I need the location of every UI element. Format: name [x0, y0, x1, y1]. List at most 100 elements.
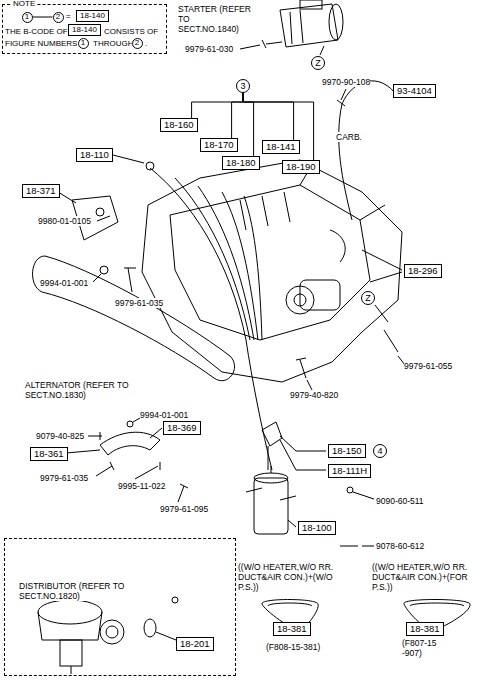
engine-block: [142, 160, 402, 382]
part-number: 18-361: [34, 448, 64, 460]
note-text: .: [145, 39, 147, 49]
alternator-bracket: [58, 192, 136, 292]
starter-motor: [240, 0, 343, 55]
callout-circle: 2: [53, 12, 64, 23]
part-label: (F807-15 -907): [402, 638, 452, 658]
heading-text: NOTE: [11, 0, 37, 9]
callout-circle: Z: [311, 56, 325, 70]
part-number: 18-369: [167, 422, 197, 434]
part-box: 18-180: [222, 156, 260, 170]
connector: [192, 93, 243, 118]
part-box: 18-140: [76, 10, 109, 22]
callout-circle: Z: [361, 291, 375, 305]
leader: [362, 250, 402, 282]
part-box: 18-160: [160, 118, 198, 132]
part-box: 18-381: [406, 622, 444, 636]
distributor: [38, 597, 178, 674]
part-box: 18-140: [68, 24, 101, 36]
part-box: 18-361: [30, 447, 68, 461]
part-label: 9979-61-030: [185, 44, 233, 54]
note-text: =: [66, 12, 71, 22]
part-box: 93-4104: [393, 84, 436, 98]
part-label: 9979-61-035: [40, 473, 88, 483]
part-number: 18-141: [266, 141, 296, 153]
note-text: FIGURE NUMBERS: [5, 39, 77, 49]
callout-number: 4: [377, 447, 382, 456]
callout-number: 2: [135, 39, 139, 47]
part-label: 9994-01-001: [40, 278, 88, 288]
part-label: 9970-90-108: [322, 77, 370, 87]
part-box: 18-201: [176, 637, 214, 651]
part-box: 18-190: [282, 160, 320, 174]
part-label: 9994-01-001: [140, 410, 188, 420]
part-number: 93-4104: [397, 85, 432, 97]
part-label: 9980-01-0105: [38, 216, 91, 226]
plug-wires: [113, 155, 272, 470]
clip: [337, 89, 346, 106]
wire: [339, 81, 398, 220]
callout-number: 1: [25, 13, 29, 21]
part-label: CARB.: [336, 132, 362, 142]
part-number: 18-381: [277, 623, 307, 635]
part-box: 18-100: [298, 521, 336, 535]
callout-circle: 1: [22, 12, 33, 23]
callout-number: 3: [240, 82, 245, 91]
part-number: 18-296: [408, 265, 438, 277]
drive-belt: [33, 256, 235, 381]
part-label: 9979-61-055: [404, 361, 452, 371]
part-label: ((W/O HEATER,W/O RR. DUCT&AIR CON.)+(FOR…: [372, 562, 478, 593]
part-box: 18-141: [262, 140, 300, 154]
part-box: 18-381: [273, 622, 311, 636]
part-label: STARTER (REFER TO SECT.NO.1840): [178, 4, 252, 35]
part-number: 18-201: [180, 638, 210, 650]
part-number: 18-381: [410, 623, 440, 635]
heading-text: DISTRIBUTOR (REFER TO SECT.NO.1820): [17, 581, 161, 601]
note-text: THE B-CODE OF: [5, 27, 68, 37]
part-label: 9979-61-095: [160, 504, 208, 514]
part-label: ((W/O HEATER,W/O RR. DUCT&AIR CON.)+(W/O…: [238, 562, 350, 593]
part-box: 18-296: [404, 264, 442, 278]
part-number: 18-100: [302, 522, 332, 534]
part-number: 18-190: [286, 161, 316, 173]
part-number: 18-110: [80, 149, 109, 161]
note-text: CONSISTS OF: [104, 27, 158, 37]
bolt: [296, 358, 312, 390]
part-box: 18-110: [76, 148, 113, 162]
note-text: THROUGH: [93, 39, 133, 49]
part-label: 9995-11-022: [118, 481, 166, 491]
part-box: 18-150: [328, 444, 366, 458]
part-box: 18-371: [22, 184, 60, 198]
connector: [33, 17, 53, 18]
part-label: 9079-40-825: [36, 431, 84, 441]
callout-circle: 4: [373, 444, 387, 458]
callout-number: Z: [315, 59, 321, 68]
callout-number: 1: [81, 39, 85, 47]
part-number: 18-170: [204, 139, 234, 151]
connector: [232, 93, 243, 138]
callout-circle: 1: [78, 38, 89, 49]
part-number: 18-111H: [332, 465, 367, 477]
part-label: ALTERNATOR (REFER TO SECT.NO.1830): [25, 380, 137, 400]
ignition-coil: [246, 422, 374, 546]
part-label: 9090-60-511: [376, 496, 424, 506]
part-number: 18-180: [226, 157, 256, 169]
callout-number: 2: [56, 13, 60, 21]
part-number: 18-140: [72, 25, 97, 35]
bolt: [375, 305, 405, 365]
connector: [243, 93, 294, 140]
connector: [243, 93, 314, 160]
part-number: 18-160: [164, 119, 194, 131]
section-box: DISTRIBUTOR (REFER TO SECT.NO.1820) 18-20…: [4, 538, 236, 676]
callout-circle: 3: [236, 79, 250, 93]
part-box: 18-170: [200, 138, 238, 152]
part-label: 9979-61-035: [115, 298, 163, 308]
part-number: 18-371: [26, 185, 56, 197]
part-label: (F808-15-381): [266, 642, 320, 652]
part-box: 18-111H: [328, 464, 371, 478]
part-number: 18-140: [80, 11, 105, 21]
callout-number: Z: [365, 294, 371, 303]
part-label: 9979-40-820: [290, 390, 338, 400]
part-box: 18-369: [163, 421, 201, 435]
part-number: 18-150: [332, 445, 362, 457]
part-label: 9078-60-612: [376, 541, 424, 551]
